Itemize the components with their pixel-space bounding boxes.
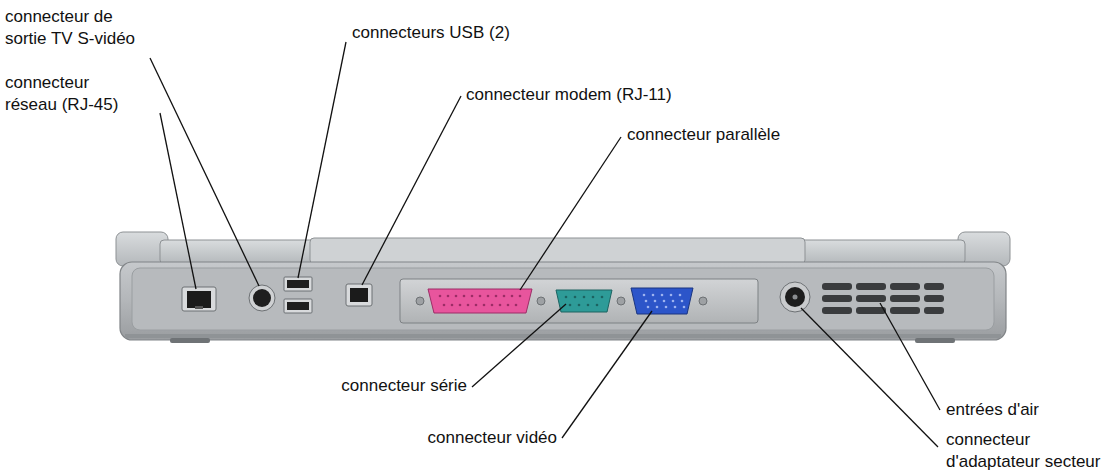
leader-line	[362, 96, 461, 285]
connector-plate	[400, 279, 758, 323]
part-label: connecteur de sortie TV S-vidéo	[5, 6, 153, 50]
part-label: connecteur d'adaptateur secteur	[946, 429, 1101, 473]
power-pin	[793, 295, 798, 300]
screw	[699, 297, 707, 305]
svideo-port	[253, 289, 271, 307]
leader-line	[160, 113, 196, 289]
hinge	[958, 232, 1010, 266]
usb-frame	[284, 277, 312, 291]
part-label: connecteurs USB (2)	[352, 22, 510, 44]
leader-line	[298, 42, 346, 278]
part-label: connecteur parallèle	[627, 124, 780, 146]
usb-port	[287, 280, 309, 288]
usb-port	[287, 302, 309, 310]
serial-port	[556, 290, 612, 312]
rj11-frame	[346, 284, 372, 306]
usb-frame	[284, 299, 312, 313]
back-face	[132, 268, 994, 330]
rj11-port	[350, 288, 368, 302]
foot	[915, 338, 955, 343]
part-label: connecteur série	[341, 375, 467, 397]
rj45-frame	[182, 287, 216, 311]
svideo-ring	[249, 285, 275, 311]
vga-port	[631, 288, 693, 314]
leader-lines	[150, 42, 940, 447]
power-port	[785, 287, 805, 307]
base-edge	[125, 334, 1001, 338]
screw	[537, 297, 545, 305]
power-ring	[780, 282, 810, 312]
screw	[416, 297, 424, 305]
leader-line	[472, 304, 566, 387]
leader-line	[801, 308, 938, 447]
leader-line	[150, 58, 259, 286]
screw	[617, 297, 625, 305]
foot	[170, 338, 210, 343]
part-label: connecteur vidéo	[428, 427, 557, 449]
parallel-port	[428, 289, 532, 313]
leader-line	[520, 137, 621, 290]
leader-line	[880, 303, 940, 410]
leader-line	[562, 311, 652, 438]
part-label: connecteur modem (RJ-11)	[466, 84, 672, 106]
part-label: connecteur réseau (RJ-45)	[5, 72, 129, 116]
rj45-port	[187, 291, 211, 308]
rj45-latch	[195, 306, 203, 309]
part-label: entrées d'air	[946, 399, 1039, 421]
